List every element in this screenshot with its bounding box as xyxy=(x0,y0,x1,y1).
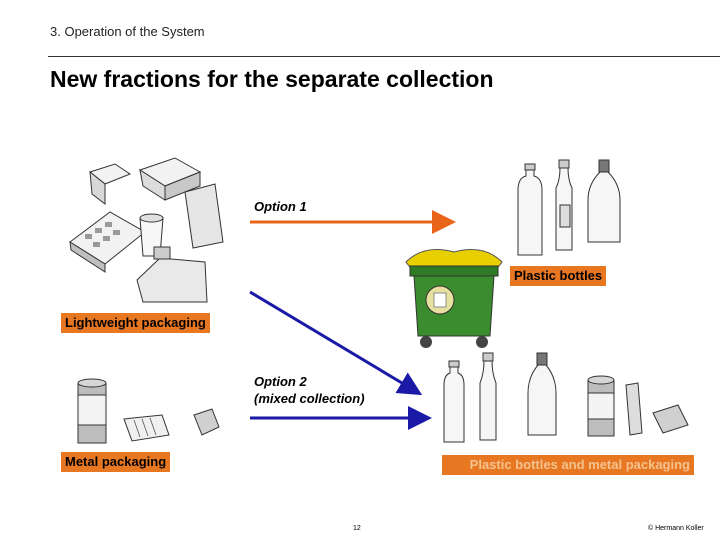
section-label: 3. Operation of the System xyxy=(50,24,205,39)
plastic-and-metal-label: Plastic bottles and metal packaging xyxy=(442,455,694,475)
option2-label: Option 2 (mixed collection) xyxy=(254,374,365,406)
recycling-bin-illustration xyxy=(405,249,503,348)
page-title: New fractions for the separate collectio… xyxy=(50,66,494,92)
header-divider xyxy=(48,56,720,57)
plastic-bottles-label: Plastic bottles xyxy=(510,266,607,286)
mixed-packaging-illustration xyxy=(443,352,689,443)
lightweight-packaging-illustration xyxy=(69,157,224,303)
option2-diagonal-arrow xyxy=(249,290,423,396)
copyright-notice: © Hermann Koller xyxy=(648,525,704,532)
page-number: 12 xyxy=(353,525,361,532)
metal-packaging-illustration xyxy=(77,378,220,444)
metal-packaging-label: Metal packaging xyxy=(61,452,171,472)
lightweight-packaging-label: Lightweight packaging xyxy=(61,313,210,333)
plastic-bottles-illustration xyxy=(517,159,621,256)
option1-label: Option 1 xyxy=(254,199,307,214)
